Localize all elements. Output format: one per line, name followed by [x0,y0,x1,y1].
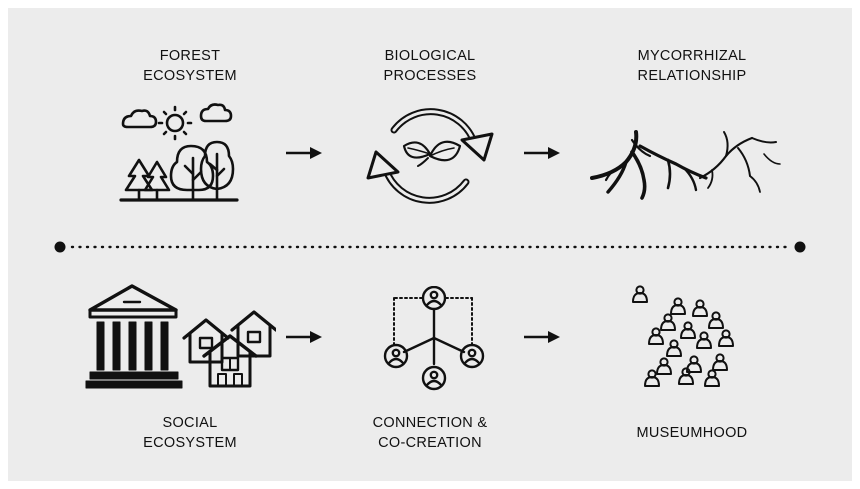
dotted-divider [54,240,806,254]
label-biological-processes: BIOLOGICAL PROCESSES [330,46,530,86]
label-line: RELATIONSHIP [592,66,792,86]
cycle-leaf-icon [366,100,494,212]
roots-icon [588,126,784,202]
person-icon [681,322,695,338]
person-icon [679,368,693,384]
person-icon [693,300,707,316]
label-line: MYCORRHIZAL [592,46,792,66]
label-line: ECOSYSTEM [90,433,290,453]
forest-icon [113,96,243,206]
label-mycorrhizal-relationship: MYCORRHIZAL RELATIONSHIP [592,46,792,86]
label-connection-co-creation: CONNECTION & CO-CREATION [330,413,530,453]
diagram-canvas: FOREST ECOSYSTEM BIOLOGICAL PROCESSES MY… [8,8,852,481]
network-people-icon [382,286,486,392]
arrow-right-icon [522,146,562,160]
person-icon [705,370,719,386]
label-line: SOCIAL [90,413,290,433]
person-icon [657,358,671,374]
museum-houses-icon [84,282,276,390]
label-line: FOREST [90,46,290,66]
label-social-ecosystem: SOCIAL ECOSYSTEM [90,413,290,453]
person-icon [697,332,711,348]
person-icon [671,298,685,314]
label-line: CO-CREATION [330,433,530,453]
person-icon [709,312,723,328]
label-museumhood: MUSEUMHOOD [592,423,792,443]
person-icon [661,314,675,330]
label-line: BIOLOGICAL [330,46,530,66]
person-icon [713,354,727,370]
label-forest-ecosystem: FOREST ECOSYSTEM [90,46,290,86]
label-line: PROCESSES [330,66,530,86]
person-icon [633,286,647,302]
label-line: ECOSYSTEM [90,66,290,86]
label-line: MUSEUMHOOD [592,423,792,443]
crowd-icon [628,284,740,388]
arrow-right-icon [284,146,324,160]
person-icon [719,330,733,346]
arrow-right-icon [522,330,562,344]
person-icon [667,340,681,356]
arrow-right-icon [284,330,324,344]
label-line: CONNECTION & [330,413,530,433]
